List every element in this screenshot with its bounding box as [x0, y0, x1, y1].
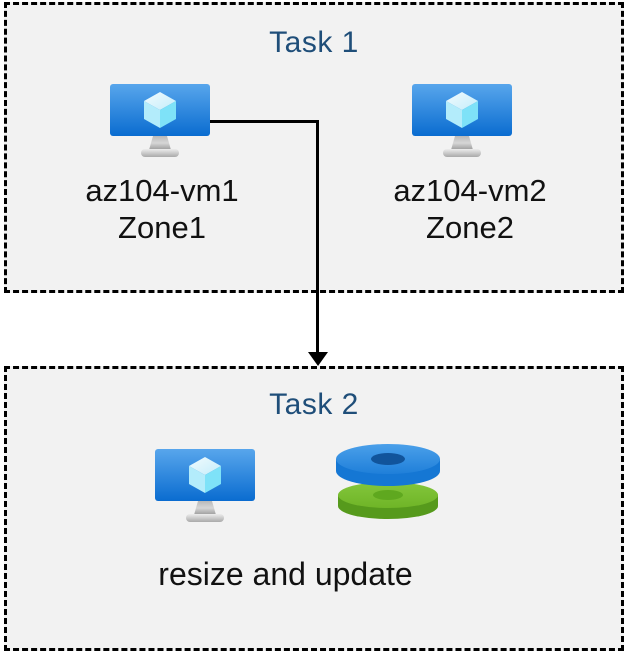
vm1-zone: Zone1 [118, 210, 206, 245]
down-arrowhead-icon [308, 352, 328, 366]
vm1-label: az104-vm1 Zone1 [62, 172, 262, 246]
virtual-machine-icon [110, 84, 210, 162]
vm2-zone: Zone2 [426, 210, 514, 245]
vm2-name: az104-vm2 [393, 173, 547, 208]
connector-vertical-line [316, 120, 319, 354]
virtual-machine-icon [412, 84, 512, 162]
task1-title: Task 1 [269, 26, 359, 59]
task2-box: Task 2 [4, 366, 624, 651]
connector-horizontal-line [210, 120, 319, 123]
virtual-machine-icon [155, 449, 255, 527]
task1-box: Task 1 [4, 2, 624, 293]
task2-caption: resize and update [158, 556, 413, 592]
disks-icon [336, 444, 440, 524]
vm1-name: az104-vm1 [85, 173, 239, 208]
vm2-label: az104-vm2 Zone2 [370, 172, 570, 246]
task2-title: Task 2 [269, 388, 359, 421]
